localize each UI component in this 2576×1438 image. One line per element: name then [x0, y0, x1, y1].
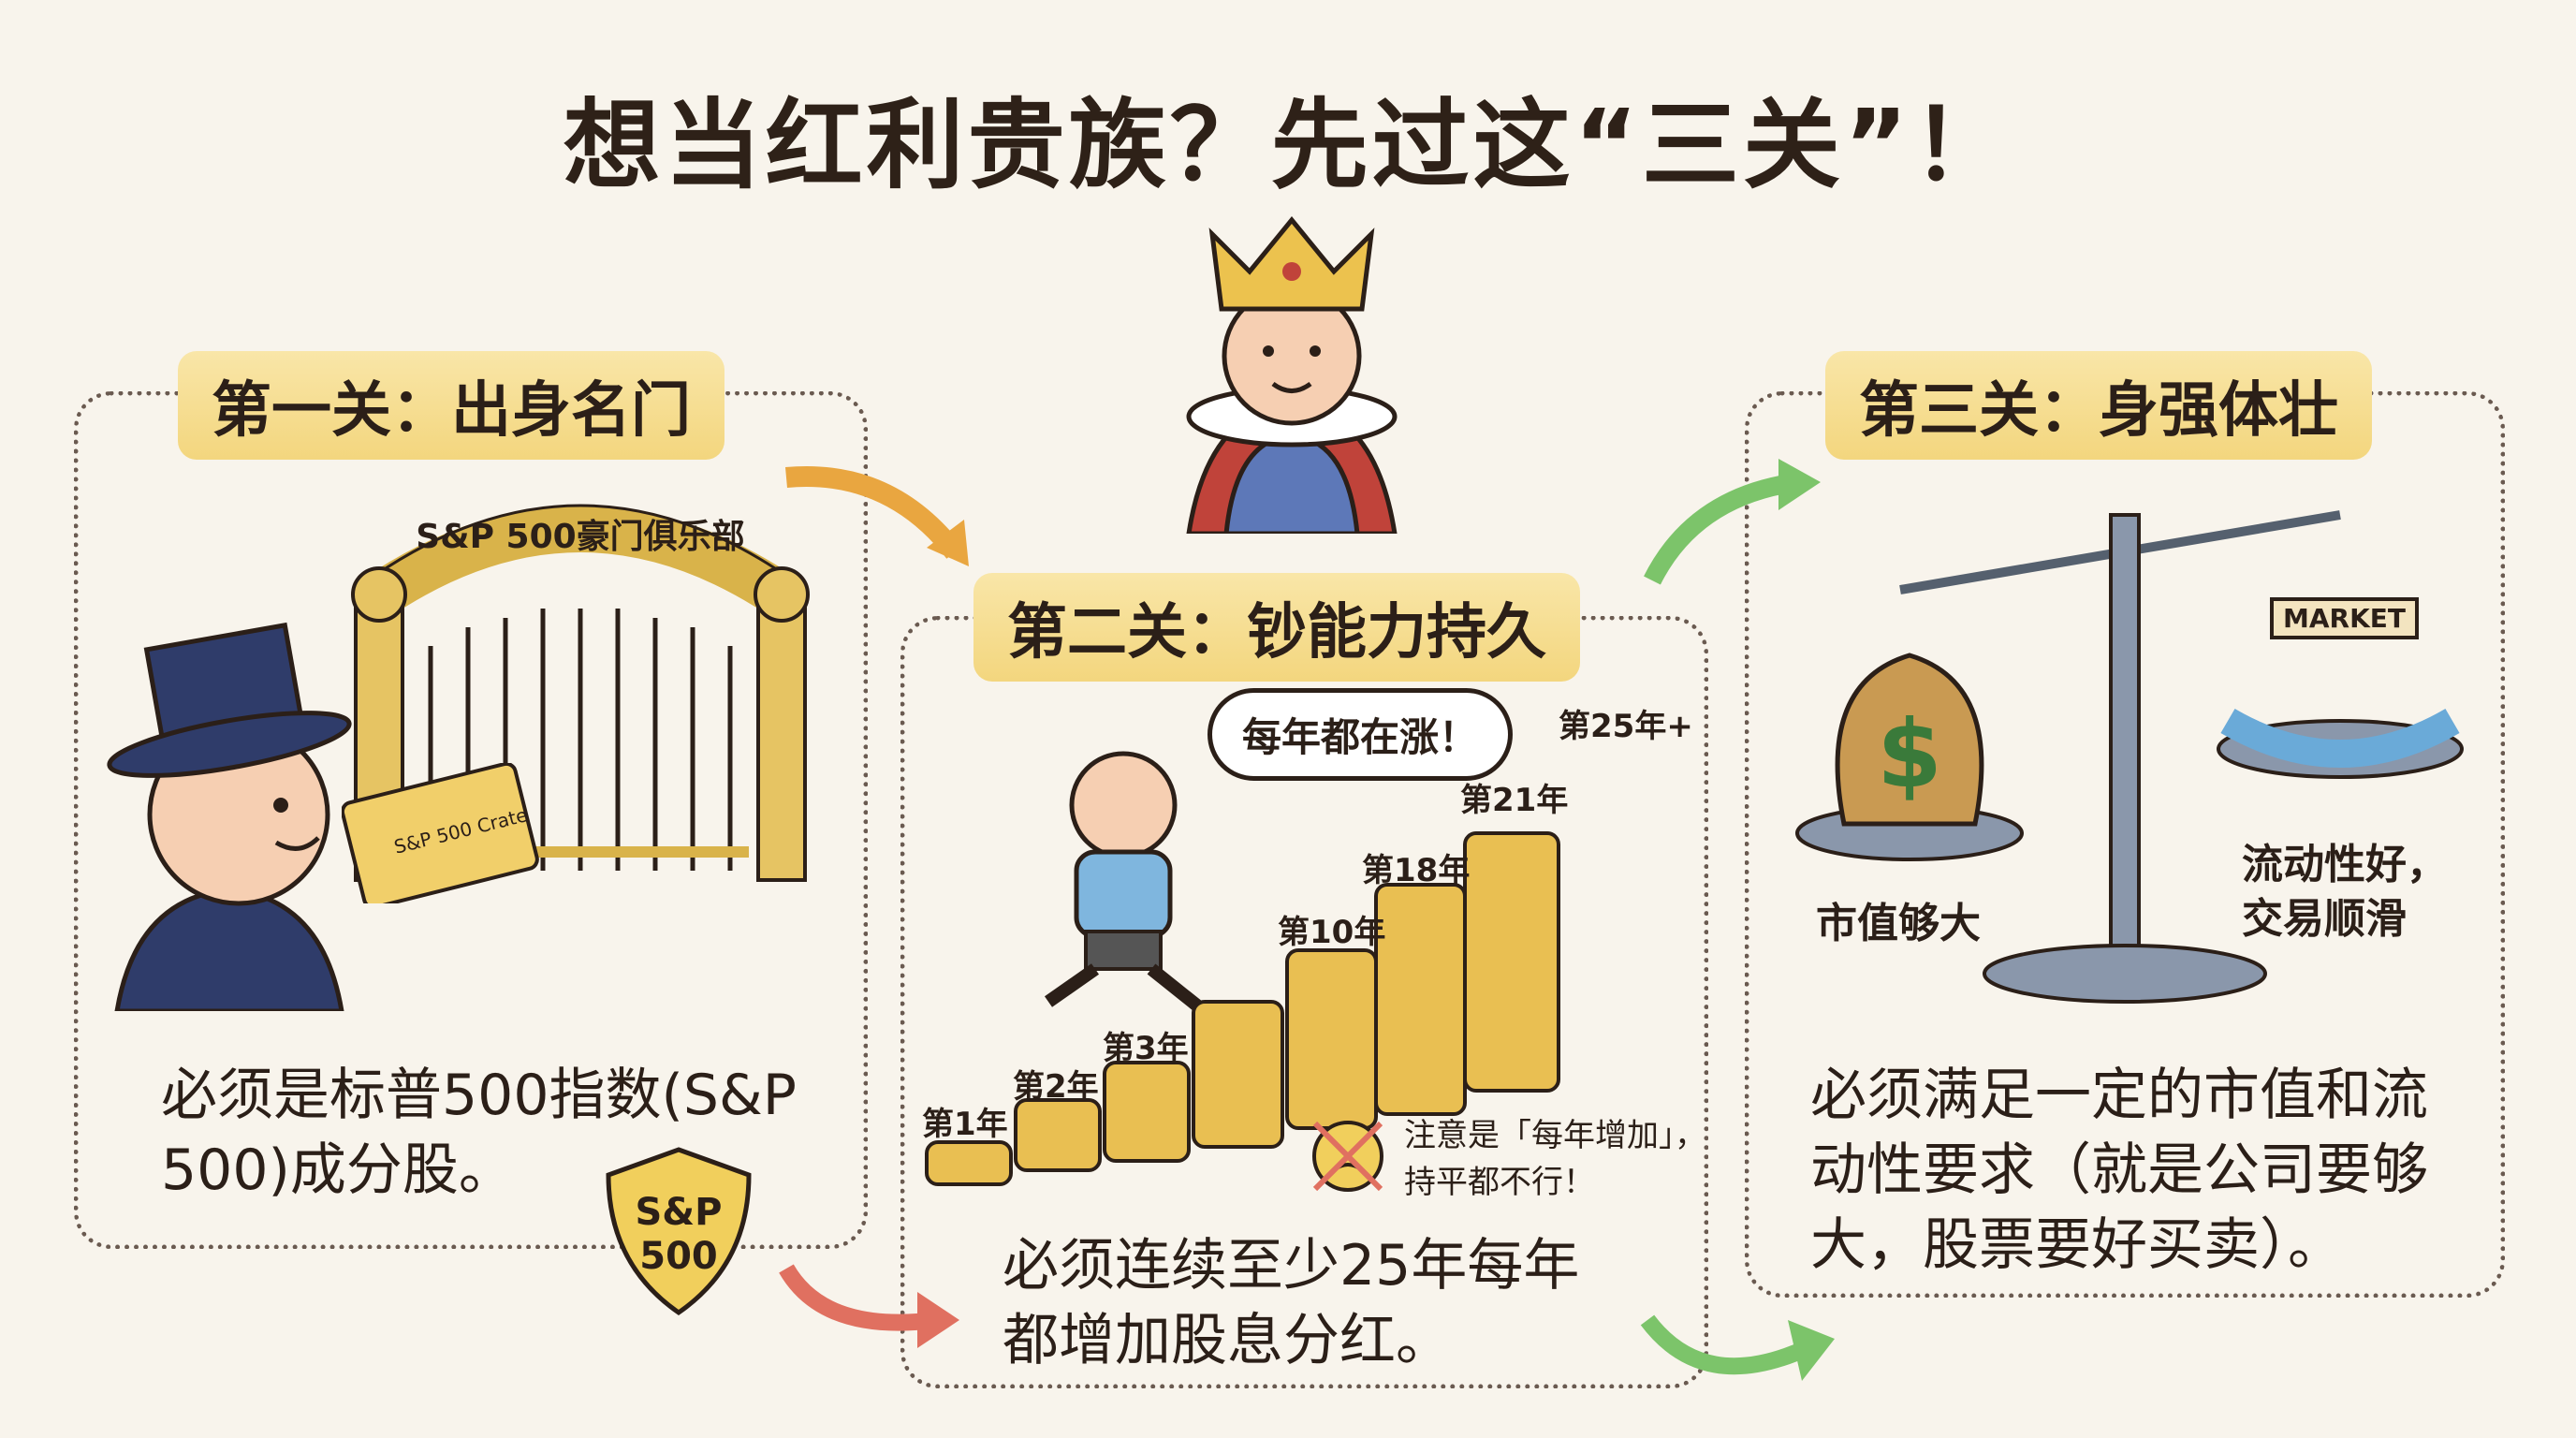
stage3-header: 第三关：身强体壮 [1825, 351, 2372, 460]
stage2-description: 必须连续至少25年每年 都增加股息分红。 [1003, 1228, 1579, 1378]
svg-text:S&P: S&P [635, 1191, 722, 1234]
year-label-2: 第2年 [1013, 1068, 1099, 1106]
liquidity-label-line2: 交易顺滑 [2242, 895, 2407, 943]
speech-bubble: 每年都在涨！ [1208, 688, 1514, 781]
stage3-description: 必须满足一定的市值和流 动性要求（就是公司要够 大，股票要好买卖）。 [1810, 1058, 2428, 1283]
stage2-text-line2: 都增加股息分红。 [1003, 1308, 1452, 1373]
stage1-description: 必须是标普500指数(S&P 500)成分股。 [161, 1058, 797, 1208]
stage1-text-line2: 500)成分股。 [161, 1137, 515, 1203]
svg-text:500: 500 [639, 1235, 718, 1278]
stage3-text-line3: 大，股票要好买卖）。 [1810, 1212, 2344, 1278]
stage2-note: 注意是「每年增加」， 持平都不行！ [1404, 1112, 1706, 1206]
note-line1: 注意是「每年增加」， [1404, 1117, 1706, 1154]
stage3-text-line1: 必须满足一定的市值和流 [1810, 1063, 2428, 1128]
stage2-header: 第二关：钞能力持久 [973, 573, 1580, 682]
coin-stacks-illustration [925, 831, 1560, 1186]
year-label-10: 第10年 [1278, 914, 1386, 951]
stage1-text-line1: 必须是标普500指数(S&P [161, 1063, 797, 1128]
market-cap-label: 市值够大 [1816, 900, 1981, 947]
stage2-text-line1: 必须连续至少25年每年 [1003, 1233, 1580, 1299]
king-illustration [1186, 216, 1398, 534]
top-hat-man-illustration [107, 622, 352, 1011]
year-label-1: 第1年 [922, 1106, 1008, 1143]
gate-illustration: S&P 500豪门俱乐部 [351, 504, 810, 882]
year-label-18: 第18年 [1362, 852, 1471, 889]
runner-illustration [1044, 751, 1203, 1012]
frown-cross-icon [1312, 1121, 1383, 1192]
arrow-stage1-to-king [785, 466, 969, 566]
arrow-stage2-to-stage3-bottom [1640, 1314, 1835, 1381]
stage1-header: 第一关：出身名门 [178, 351, 724, 460]
arrow-stage2-to-stage3 [1644, 459, 1821, 585]
year-label-3: 第3年 [1103, 1030, 1189, 1067]
page-title: 想当红利贵族？先过这“三关”！ [563, 88, 2013, 202]
year-label-25-plus: 第25年+ [1559, 708, 1693, 745]
arrow-stage1-to-stage2 [779, 1264, 959, 1348]
gate-sign: S&P 500豪门俱乐部 [416, 518, 744, 556]
year-label-21: 第21年 [1460, 782, 1569, 819]
liquidity-label-line1: 流动性好， [2242, 841, 2448, 888]
svg-text:$: $ [1877, 699, 1942, 809]
market-sign: MARKET [2270, 597, 2420, 639]
certificate-illustration: S&P 500 Crate [342, 763, 539, 903]
note-line2: 持平都不行！ [1404, 1164, 1595, 1201]
sp500-shield-badge: S&P 500 [606, 1147, 752, 1316]
liquidity-label: 流动性好， 交易顺滑 [2242, 838, 2448, 946]
stage3-text-line2: 动性要求（就是公司要够 [1810, 1137, 2428, 1203]
balance-scale-illustration: $ [1795, 510, 2464, 1004]
